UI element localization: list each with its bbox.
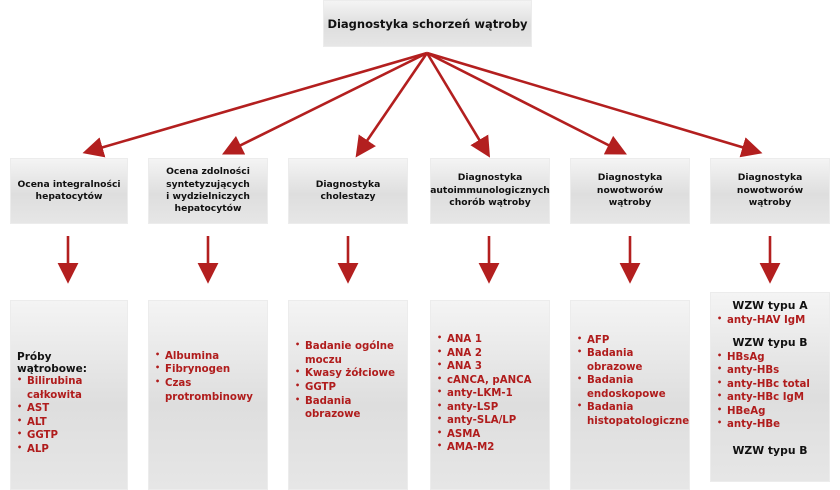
fan-arrow-1 (82, 51, 428, 158)
list-item: Bilirubina całkowita (17, 375, 121, 402)
list-item: ASMA (437, 428, 543, 442)
connector-arrows (57, 51, 781, 284)
panel-list: Badanie ogólne moczu Kwasy żółciowe GGTP… (295, 340, 401, 421)
hepatitis-a-heading: WZW typu A (732, 299, 808, 312)
list-item: Badanie ogólne moczu (295, 340, 401, 367)
fan-arrow-4 (425, 52, 491, 158)
category-cholestasis: Diagnostyka cholestazy (288, 158, 408, 224)
root-title: Diagnostyka schorzeń wątroby (327, 16, 528, 31)
list-item: cANCA, pANCA (437, 374, 543, 388)
fan-arrow-2 (222, 51, 428, 155)
panel-autoimmune: ANA 1 ANA 2 ANA 3 cANCA, pANCA anty-LKM-… (430, 300, 550, 490)
panel-list: ANA 1 ANA 2 ANA 3 cANCA, pANCA anty-LKM-… (437, 333, 543, 455)
panel-list: Albumina Fibrynogen Czas protrombinowy (155, 350, 261, 404)
list-item: Badania obrazowe (295, 395, 401, 422)
panel-list: Bilirubina całkowita AST ALT GGTP ALP (17, 375, 121, 456)
panel-list: anty-HAV IgM (717, 314, 823, 328)
category-integrity: Ocena integralności hepatocytów (10, 158, 128, 224)
list-item: AST (17, 402, 121, 416)
list-item: GGTP (295, 381, 401, 395)
list-item: AMA-M2 (437, 441, 543, 455)
list-item: ALT (17, 416, 121, 430)
list-item: Badania histopatologiczne (577, 401, 689, 428)
list-item: anty-HBe (717, 418, 823, 432)
list-item: Kwasy żółciowe (295, 367, 401, 381)
list-item: anty-HBs (717, 364, 823, 378)
root-node: Diagnostyka schorzeń wątroby (323, 0, 532, 47)
fan-arrow-6 (426, 51, 763, 158)
category-tumors-2: Diagnostyka nowotworów wątroby (710, 158, 830, 224)
list-item: Badania obrazowe (577, 347, 683, 374)
category-tumors: Diagnostyka nowotworów wątroby (570, 158, 690, 224)
hepatitis-b-heading: WZW typu B (732, 335, 808, 349)
list-item: Fibrynogen (155, 363, 261, 377)
panel-hepatitis: WZW typu A anty-HAV IgM WZW typu B HBsAg… (710, 292, 830, 482)
list-item: anty-HBc IgM (717, 391, 823, 405)
list-item: Albumina (155, 350, 261, 364)
panel-heading: Próby wątrobowe: (17, 351, 87, 375)
panel-cholestasis: Badanie ogólne moczu Kwasy żółciowe GGTP… (288, 300, 408, 490)
fan-arrow-5 (426, 51, 627, 155)
panel-list: AFP Badania obrazowe Badania endoskopowe… (577, 334, 689, 429)
list-item: ANA 2 (437, 347, 543, 361)
list-item: HBsAg (717, 351, 823, 365)
list-item: anty-LSP (437, 401, 543, 415)
hepatitis-b2-heading: WZW typu B (732, 443, 808, 457)
list-item: HBeAg (717, 405, 823, 419)
list-item: AFP (577, 334, 683, 348)
category-synthesis: Ocena zdolności syntetyzujących i wydzie… (148, 158, 268, 224)
list-item: Czas protrombinowy (155, 377, 261, 404)
category-autoimmune: Diagnostyka autoimmunologicznych chorób … (430, 158, 550, 224)
fan-arrow-3 (355, 52, 429, 158)
panel-list: HBsAg anty-HBs anty-HBc total anty-HBc I… (717, 351, 823, 432)
panel-synthesis: Albumina Fibrynogen Czas protrombinowy (148, 300, 268, 490)
panel-liver-tests: Próby wątrobowe: Bilirubina całkowita AS… (10, 300, 128, 490)
list-item: anty-HAV IgM (717, 314, 823, 328)
list-item: anty-SLA/LP (437, 414, 543, 428)
list-item: anty-LKM-1 (437, 387, 543, 401)
list-item: ALP (17, 443, 121, 457)
list-item: ANA 3 (437, 360, 543, 374)
list-item: Badania endoskopowe (577, 374, 683, 401)
panel-tumors: AFP Badania obrazowe Badania endoskopowe… (570, 300, 690, 490)
list-item: anty-HBc total (717, 378, 823, 392)
list-item: GGTP (17, 429, 121, 443)
list-item: ANA 1 (437, 333, 543, 347)
